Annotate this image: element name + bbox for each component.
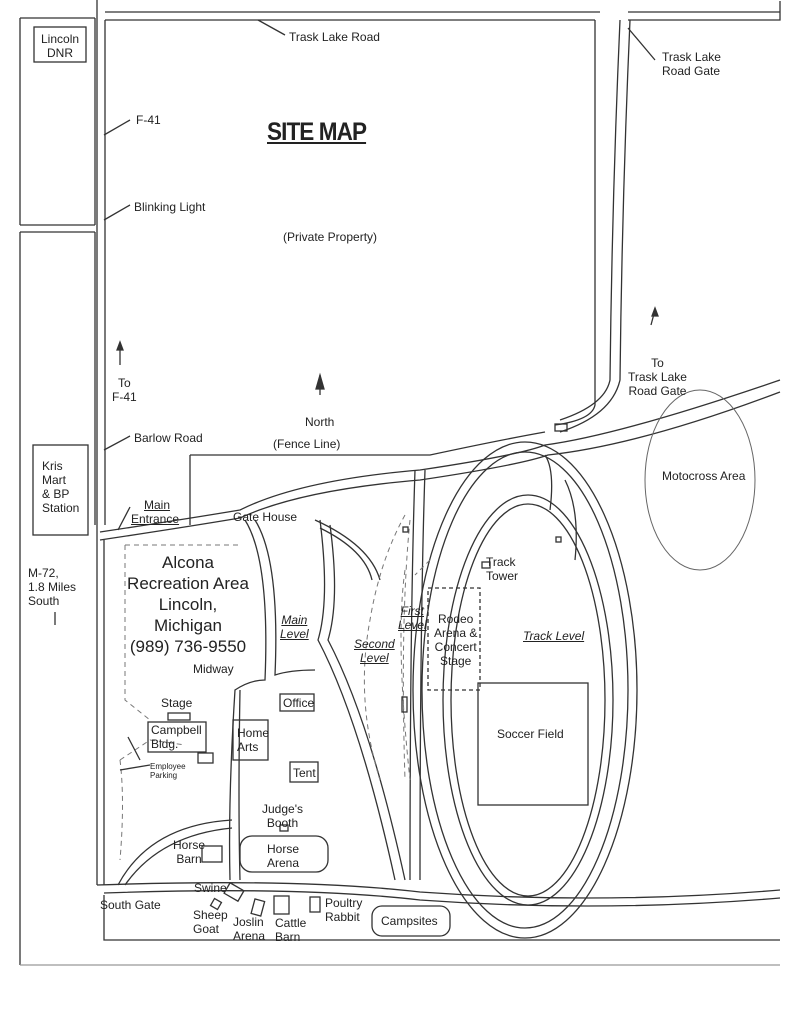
stage-label: Stage xyxy=(161,696,193,710)
fence-line-road xyxy=(99,379,781,541)
trask-lake-road-label: Trask Lake Road xyxy=(289,30,380,44)
kris-mart-box xyxy=(32,444,89,536)
midway-label: Midway xyxy=(193,662,234,676)
f41-label: F-41 xyxy=(136,113,161,127)
trask-lake-road xyxy=(105,1,781,21)
private-property-label: (Private Property) xyxy=(283,230,378,244)
motocross-label: Motocross Area xyxy=(662,469,746,483)
blinking-light-label: Blinking Light xyxy=(134,200,206,214)
swine-label: Swine xyxy=(194,881,227,895)
south-gate-label: South Gate xyxy=(100,898,161,912)
left-strip-border xyxy=(19,18,96,965)
lincoln-dnr-box xyxy=(33,26,87,63)
map-title: SITE MAP xyxy=(267,118,367,146)
fence-line-label: (Fence Line) xyxy=(273,437,341,451)
race-track-outer xyxy=(412,441,638,939)
motocross-ellipse xyxy=(644,389,756,571)
soccer-field-label: Soccer Field xyxy=(497,727,564,741)
tent-label: Tent xyxy=(293,766,316,780)
campsites-label: Campsites xyxy=(381,914,438,928)
north-label: North xyxy=(305,415,335,429)
left-highway xyxy=(96,0,105,885)
soccer-field-outline xyxy=(477,682,589,806)
barlow-road-label: Barlow Road xyxy=(134,431,203,445)
race-track-inner xyxy=(442,494,614,906)
office-label: Office xyxy=(283,696,315,710)
gate-house-label: Gate House xyxy=(233,510,298,524)
private-property-line xyxy=(104,20,596,525)
track-level-label: Track Level xyxy=(523,629,585,643)
south-road xyxy=(96,882,781,907)
gate-road xyxy=(559,19,631,433)
